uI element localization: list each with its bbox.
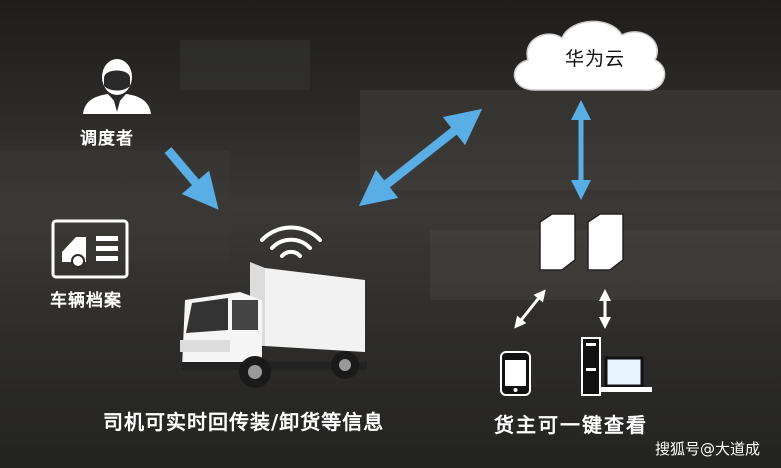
wifi-icon [260, 225, 322, 258]
dispatcher-to-truck-arrow [164, 147, 219, 210]
phone-server-arrow [514, 289, 546, 329]
truck-icon [180, 262, 367, 388]
vehicle-record-icon [51, 219, 129, 279]
desktop-computer-icon [581, 337, 652, 396]
driver-caption: 司机可实时回传装/卸货等信息 [103, 410, 385, 434]
owner-caption: 货主可一键查看 [494, 413, 648, 437]
vehicle-records-label: 车辆档案 [50, 291, 122, 311]
background-building [180, 40, 310, 90]
truck-cloud-double-arrow [358, 108, 483, 207]
server-icon [539, 213, 624, 271]
cloud-label: 华为云 [565, 48, 626, 70]
cloud-icon [513, 20, 666, 91]
dispatcher-label: 调度者 [80, 129, 134, 149]
phone-icon [500, 351, 531, 396]
watermark: 搜狐号@大道成 [655, 440, 761, 458]
dispatcher-person-icon [83, 59, 151, 114]
